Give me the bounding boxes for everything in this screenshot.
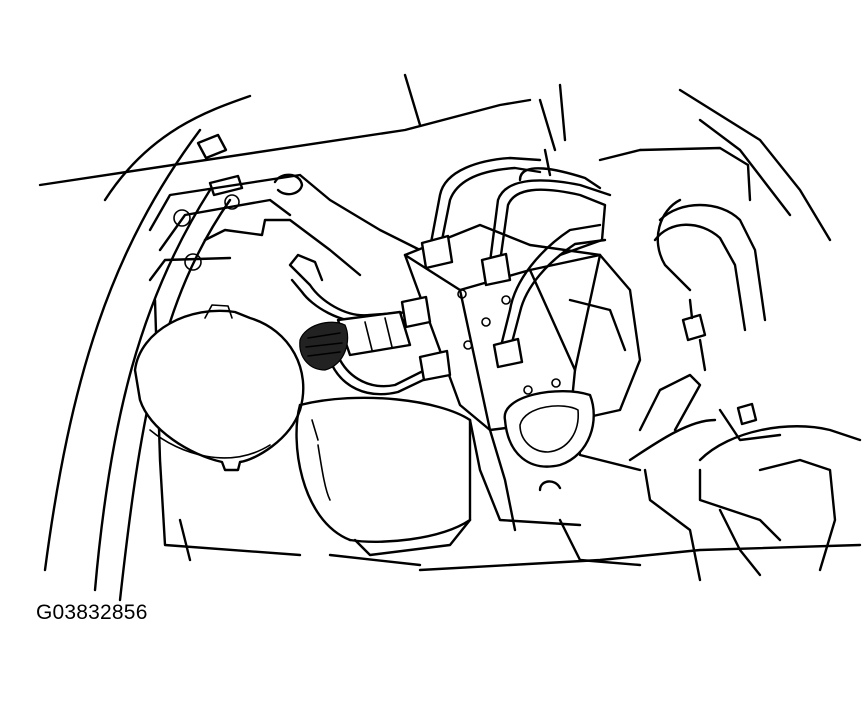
right-housing (538, 425, 862, 582)
pressure-sensor (299, 310, 412, 371)
figure-id-label: G03832856 (36, 601, 148, 624)
mounting-loop (503, 389, 595, 468)
floor-lines (328, 543, 862, 572)
pump-motor (295, 396, 472, 557)
line-fittings (400, 234, 524, 382)
right-hoses (628, 198, 782, 462)
hydraulic-block (403, 223, 642, 532)
reservoir-cap (133, 304, 305, 472)
